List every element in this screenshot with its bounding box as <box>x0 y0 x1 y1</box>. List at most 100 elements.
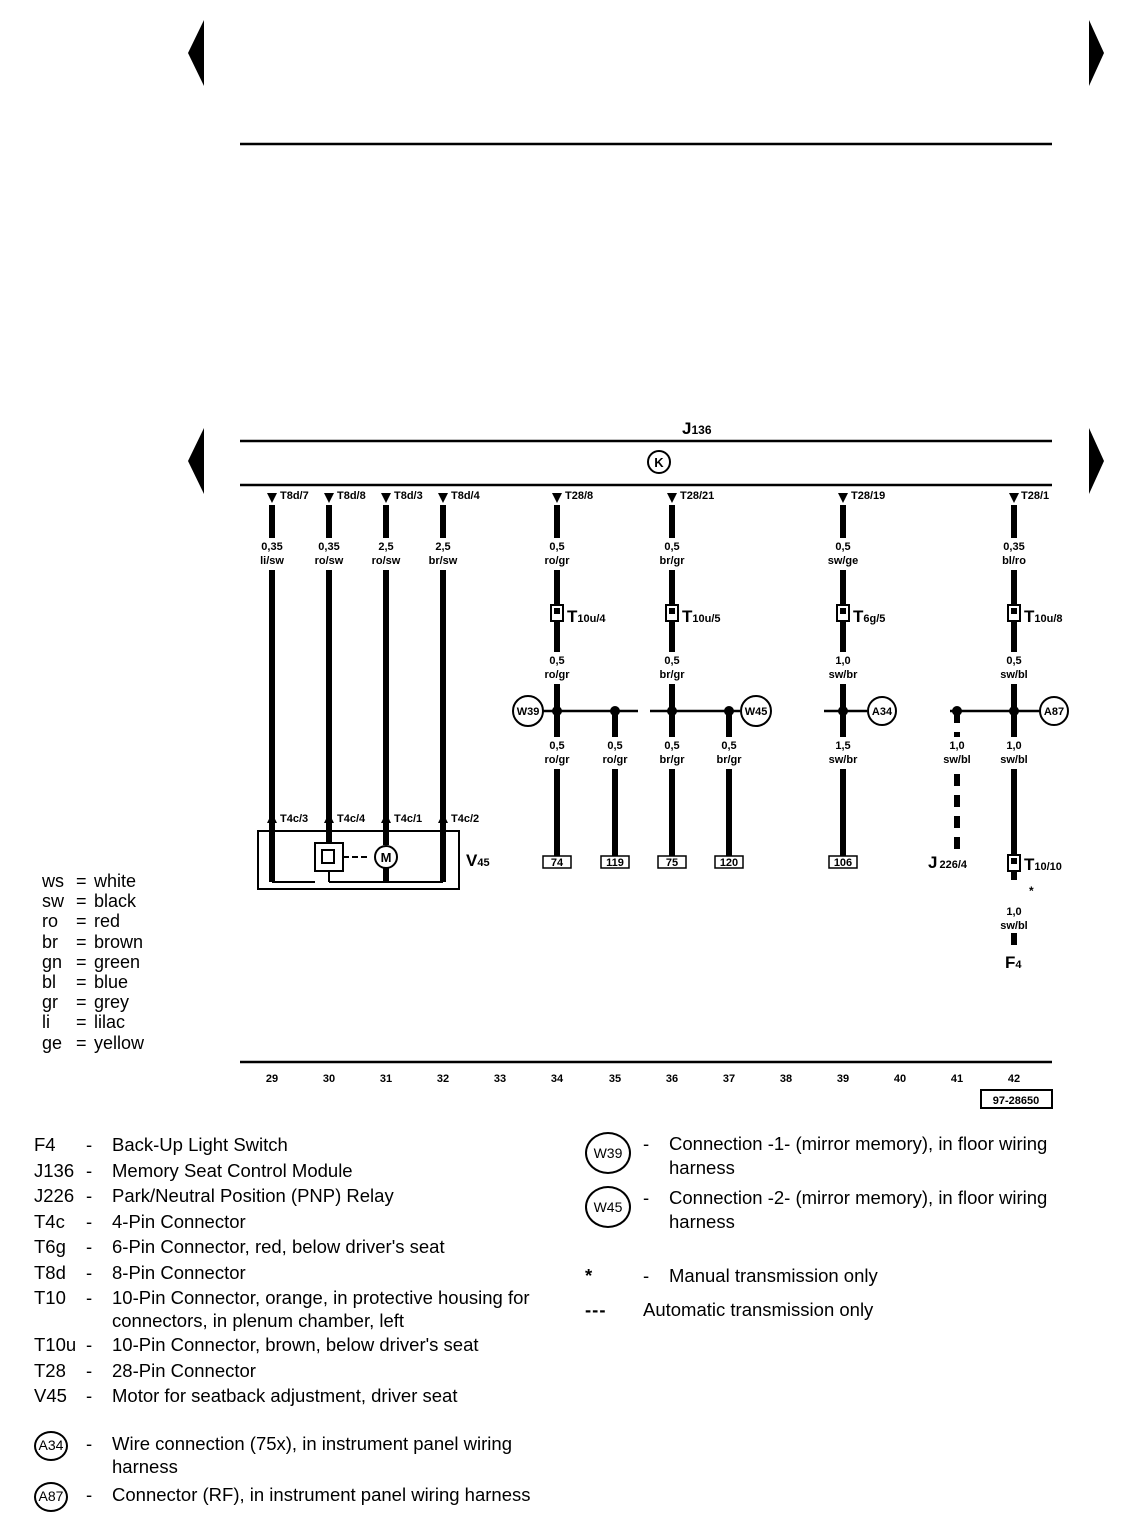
column-number: 41 <box>951 1073 963 1085</box>
motor-v45: M V45 <box>257 830 490 890</box>
pin-arrows <box>267 493 1019 503</box>
wire-color: ro/gr <box>544 669 570 681</box>
color-legend-row: ro=red <box>42 911 121 932</box>
wire-gauge: 1,0 <box>835 655 850 667</box>
color-code-legend: ws=white sw=black ro=red br=brown gn=gre… <box>42 871 144 1053</box>
module-j136: J136 K <box>240 419 1052 487</box>
column-number: 42 <box>1008 1073 1020 1085</box>
wire-gauge: 0,5 <box>1006 655 1021 667</box>
dashed-line-icon: --- <box>585 1299 607 1320</box>
wire-gauge: 0,5 <box>664 655 679 667</box>
wire-color: sw/br <box>829 669 858 681</box>
connector-label: T10u/8 <box>1024 607 1063 626</box>
splice-w45-icon: W45 <box>585 1186 631 1228</box>
wire-gauge: 1,0 <box>1006 906 1021 918</box>
diagram-ref-box <box>980 1089 1053 1109</box>
wire-gauge: 0,5 <box>607 740 622 752</box>
legend-row: J226-Park/Neutral Position (PNP) Relay <box>34 1185 394 1206</box>
splice-a87-icon: A87 <box>34 1481 68 1512</box>
wire-gauge: 0,5 <box>664 740 679 752</box>
connector-label: T10u/4 <box>567 607 606 626</box>
asterisk-icon: * <box>585 1265 593 1286</box>
wire-gauge: 0,5 <box>549 655 564 667</box>
svg-text:J136: J136 <box>682 419 712 438</box>
wire-color: ro/gr <box>544 754 570 766</box>
wire-color: br/gr <box>716 754 742 766</box>
module-ground-symbol <box>647 450 671 474</box>
next-page-arrow-top[interactable] <box>1089 20 1104 86</box>
splice-w39: W39 <box>512 695 544 727</box>
column-number: 29 <box>266 1073 278 1085</box>
ref-box: 74 <box>551 857 564 869</box>
legend-spacer <box>34 1409 574 1431</box>
ref-box: 106 <box>834 857 852 869</box>
legend-row: F4-Back-Up Light Switch <box>34 1134 288 1155</box>
legend-row: T10u-10-Pin Connector, brown, below driv… <box>34 1334 479 1355</box>
manual-trans-mark: * <box>1029 884 1034 898</box>
motor-pin-label: T4c/4 <box>337 813 366 825</box>
next-page-arrow-bottom[interactable] <box>1089 428 1104 494</box>
legend-row: W45-Connection -2- (mirror memory), in f… <box>585 1186 1105 1234</box>
prev-page-arrow-bottom[interactable] <box>188 428 204 494</box>
wire-gauge: 0,35 <box>318 541 339 553</box>
wire-color: sw/bl <box>943 754 971 766</box>
legend-row: V45-Motor for seatback adjustment, drive… <box>34 1385 458 1406</box>
wire-gauge: 0,5 <box>664 541 679 553</box>
column-number: 40 <box>894 1073 906 1085</box>
column-number: 39 <box>837 1073 849 1085</box>
wire-color: sw/bl <box>1000 920 1028 932</box>
wire-color: li/sw <box>260 555 284 567</box>
column-number: 38 <box>780 1073 792 1085</box>
pin-label: T8d/3 <box>394 490 423 502</box>
wire-color: ro/gr <box>602 754 628 766</box>
ref-box: 120 <box>720 857 738 869</box>
legend-row: T8d-8-Pin Connector <box>34 1261 246 1283</box>
pin-label: T28/8 <box>565 490 593 502</box>
component-legend: F4-Back-Up Light Switch J136-Memory Seat… <box>34 1132 574 1512</box>
wire-color: sw/ge <box>828 555 859 567</box>
ref-box: 119 <box>606 857 624 869</box>
column-number: 31 <box>380 1073 392 1085</box>
wire-gauge: 0,5 <box>721 740 736 752</box>
ref-box: 75 <box>666 857 678 869</box>
legend-row: A34-Wire connection (75x), in instrument… <box>34 1430 574 1478</box>
pin-label: T8d/4 <box>451 490 481 502</box>
column-number: 33 <box>494 1073 506 1085</box>
pin-label: T28/21 <box>680 490 714 502</box>
column-number: 35 <box>609 1073 621 1085</box>
splice-a34: A34 <box>867 696 897 726</box>
connector-label: T10u/5 <box>682 607 721 626</box>
svg-text:W39: W39 <box>517 706 540 718</box>
color-legend-row: ws=white <box>42 871 137 891</box>
legend-note: *-Manual transmission only <box>585 1265 878 1286</box>
pin-label: T8d/8 <box>337 490 366 502</box>
svg-text:A87: A87 <box>1044 706 1064 718</box>
column-number: 32 <box>437 1073 449 1085</box>
color-legend-row: br=brown <box>42 931 144 952</box>
wire-color: sw/bl <box>1000 754 1028 766</box>
motor-pin-label: T4c/2 <box>451 813 479 825</box>
color-legend-row: gn=green <box>42 951 141 972</box>
wire-color: bl/ro <box>1002 555 1026 567</box>
wire-gauge: 0,35 <box>261 541 282 553</box>
prev-page-arrow-top[interactable] <box>188 20 204 86</box>
legend-row: T28-28-Pin Connector <box>34 1359 256 1381</box>
legend-row: W39-Connection -1- (mirror memory), in f… <box>585 1132 1105 1180</box>
wire-gauge: 1,0 <box>949 740 964 752</box>
wire-color: br/gr <box>659 754 685 766</box>
wire-color: sw/br <box>829 754 858 766</box>
color-legend-row: ge=yellow <box>42 1032 145 1053</box>
motor-label: V45 <box>466 851 490 870</box>
connector-label: T6g/5 <box>853 607 885 626</box>
splice-a34-icon: A34 <box>34 1430 68 1461</box>
legend-spacer <box>585 1234 1105 1264</box>
column-number: 37 <box>723 1073 735 1085</box>
pin-label: T28/1 <box>1021 490 1049 502</box>
splice-a87: A87 <box>1039 696 1069 726</box>
wire-color: ro/sw <box>315 555 344 567</box>
color-legend-row: sw=black <box>42 891 137 912</box>
module-symbol-letter: K <box>654 455 664 470</box>
wire-gauge: 0,5 <box>549 541 564 553</box>
